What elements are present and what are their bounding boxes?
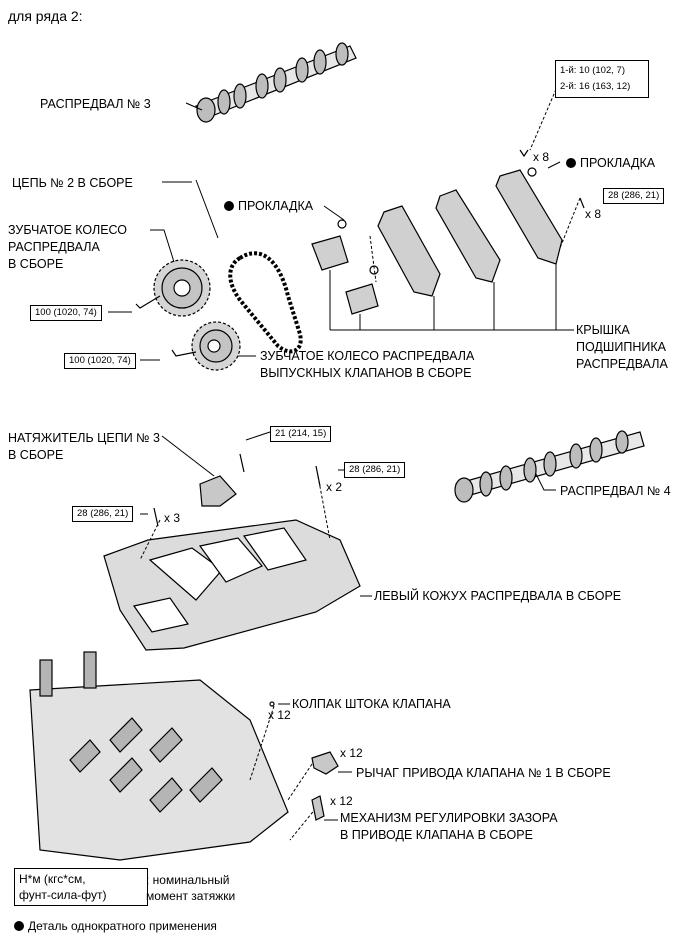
bearing-cap-drawings (311, 169, 563, 315)
single-use-dot-icon (224, 201, 234, 211)
label-lash-adjuster: МЕХАНИЗМ РЕГУЛИРОВКИ ЗАЗОРА В ПРИВОДЕ КЛ… (340, 810, 558, 844)
label-camshaft-4: РАСПРЕДВАЛ № 4 (560, 484, 671, 498)
legend-single-use: Деталь однократного применения (14, 918, 217, 934)
torque-bearing-cap-bolt: 28 (286, 21) (603, 188, 665, 204)
label-lash-adjuster-line2: В ПРИВОДЕ КЛАПАНА В СБОРЕ (340, 828, 533, 842)
label-intake-sprocket: ЗУБЧАТОЕ КОЛЕСО РАСПРЕДВАЛА В СБОРЕ (8, 222, 127, 273)
label-camshaft-3: РАСПРЕДВАЛ № 3 (40, 97, 151, 111)
qty-housing-left: x 3 (164, 511, 181, 525)
torque-intake-sprocket: 100 (1020, 74) (30, 305, 102, 321)
camshaft-4-drawing (454, 430, 645, 503)
camshaft-housing-drawing (103, 519, 361, 651)
label-bearing-cap-line1: КРЫШКА (576, 323, 630, 337)
rocker-arm-drawing (311, 751, 339, 775)
label-tensioner-3: НАТЯЖИТЕЛЬ ЦЕПИ № 3 В СБОРЕ (8, 430, 160, 464)
torque-bearing-cap-sequence: 1-й: 10 (102, 7) 2-й: 16 (163, 12) (555, 60, 649, 98)
legend-unit-line2: фунт-сила-фут) (19, 888, 107, 902)
cylinder-head-drawing (29, 651, 289, 861)
camshaft-3-drawing (195, 42, 357, 123)
torque-exhaust-sprocket: 100 (1020, 74) (64, 353, 136, 369)
qty-housing-right: x 2 (326, 480, 343, 494)
qty-lash-adjuster: x 12 (330, 794, 353, 808)
label-exhaust-sprocket-line2: ВЫПУСКНЫХ КЛАПАНОВ В СБОРЕ (260, 366, 472, 380)
torque-housing-right: 28 (286, 21) (344, 462, 406, 478)
single-use-dot-icon (566, 158, 576, 168)
label-gasket-left: ПРОКЛАДКА (224, 198, 313, 214)
legend-desc-line2: момент затяжки (146, 889, 236, 903)
label-left-camshaft-housing: ЛЕВЫЙ КОЖУХ РАСПРЕДВАЛА В СБОРЕ (374, 589, 622, 603)
label-bearing-cap-line3: РАСПРЕДВАЛА (576, 357, 668, 371)
intake-sprocket-drawing (135, 259, 211, 317)
label-intake-sprocket-line3: В СБОРЕ (8, 257, 64, 271)
label-tensioner-line2: В СБОРЕ (8, 448, 64, 462)
legend-single-use-text: Деталь однократного применения (28, 919, 217, 933)
tensioner-drawing (199, 453, 245, 507)
label-gasket-right-text: ПРОКЛАДКА (580, 156, 656, 170)
label-rocker-arm: РЫЧАГ ПРИВОДА КЛАПАНА № 1 В СБОРЕ (356, 766, 611, 780)
legend-unit-box: Н*м (кгс*см, фунт-сила-фут) (14, 868, 148, 906)
qty-cap-bolts-top: x 8 (533, 150, 550, 164)
qty-rocker-arm: x 12 (340, 746, 363, 760)
page-header: для ряда 2: (8, 8, 83, 24)
label-bearing-cap-line2: ПОДШИПНИКА (576, 340, 666, 354)
label-bearing-cap: КРЫШКА ПОДШИПНИКА РАСПРЕДВАЛА (576, 322, 668, 373)
label-lash-adjuster-line1: МЕХАНИЗМ РЕГУЛИРОВКИ ЗАЗОРА (340, 811, 558, 825)
torque-tensioner: 21 (214, 15) (270, 426, 332, 442)
torque-step-2: 2-й: 16 (163, 12) (560, 81, 631, 92)
legend-desc-line1: : номинальный (146, 873, 230, 887)
label-exhaust-sprocket-line1: ЗУБЧАТОЕ КОЛЕСО РАСПРЕДВАЛА (260, 349, 475, 363)
torque-step-1: 1-й: 10 (102, 7) (560, 65, 625, 76)
exhaust-sprocket-drawing (171, 321, 241, 371)
torque-housing-left: 28 (286, 21) (72, 506, 134, 522)
label-gasket-left-text: ПРОКЛАДКА (238, 199, 314, 213)
label-intake-sprocket-line2: РАСПРЕДВАЛА (8, 240, 100, 254)
qty-cap-bolts-side: x 8 (585, 207, 602, 221)
lash-adjuster-drawing (311, 795, 325, 821)
legend-unit-description: : номинальный момент затяжки (146, 872, 235, 904)
single-use-dot-icon (14, 921, 24, 931)
label-gasket-right: ПРОКЛАДКА (566, 155, 655, 171)
timing-chain-drawing (228, 251, 303, 354)
label-tensioner-line1: НАТЯЖИТЕЛЬ ЦЕПИ № 3 (8, 431, 161, 445)
label-chain-2: ЦЕПЬ № 2 В СБОРЕ (12, 176, 133, 190)
legend-unit-line1: Н*м (кгс*см, (19, 872, 86, 886)
label-valve-stem-cap: КОЛПАК ШТОКА КЛАПАНА (292, 697, 451, 711)
label-intake-sprocket-line1: ЗУБЧАТОЕ КОЛЕСО (8, 223, 128, 237)
label-exhaust-sprocket: ЗУБЧАТОЕ КОЛЕСО РАСПРЕДВАЛА ВЫПУСКНЫХ КЛ… (260, 348, 474, 382)
qty-stem-cap: x 12 (268, 708, 291, 722)
